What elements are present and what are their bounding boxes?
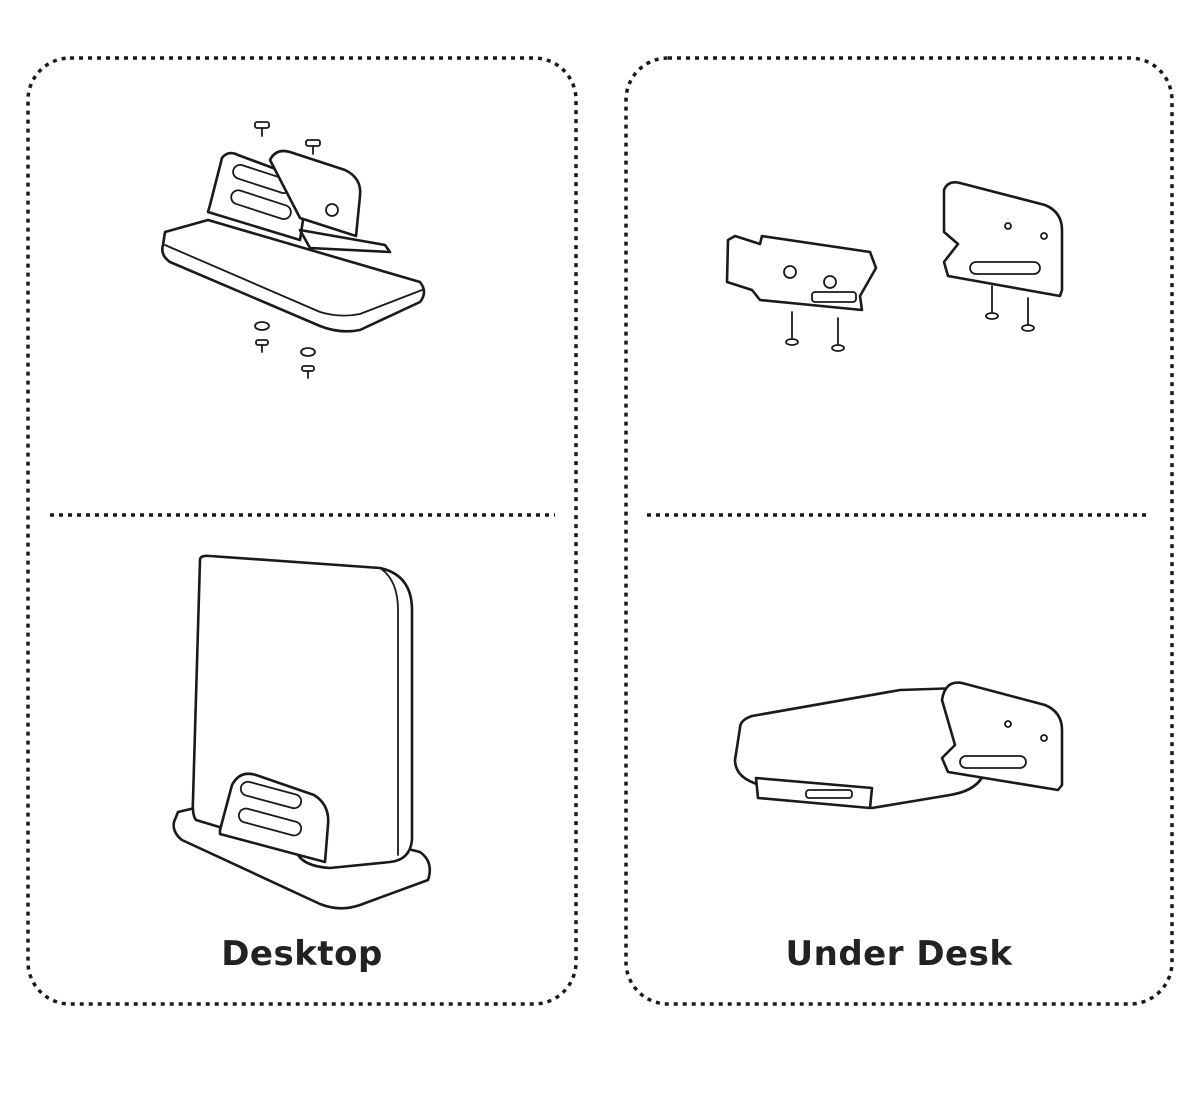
under-desk-panel-frame: [624, 56, 1174, 1006]
under-desk-label: Under Desk: [785, 934, 1013, 974]
desktop-stand-exploded-illustration: [161, 121, 426, 379]
desktop-stand-assembled-illustration: [172, 554, 432, 910]
desktop-label: Desktop: [221, 934, 383, 974]
under-desk-assembled-illustration: [733, 681, 1064, 810]
under-desk-brackets-exploded-illustration: [725, 181, 1064, 352]
